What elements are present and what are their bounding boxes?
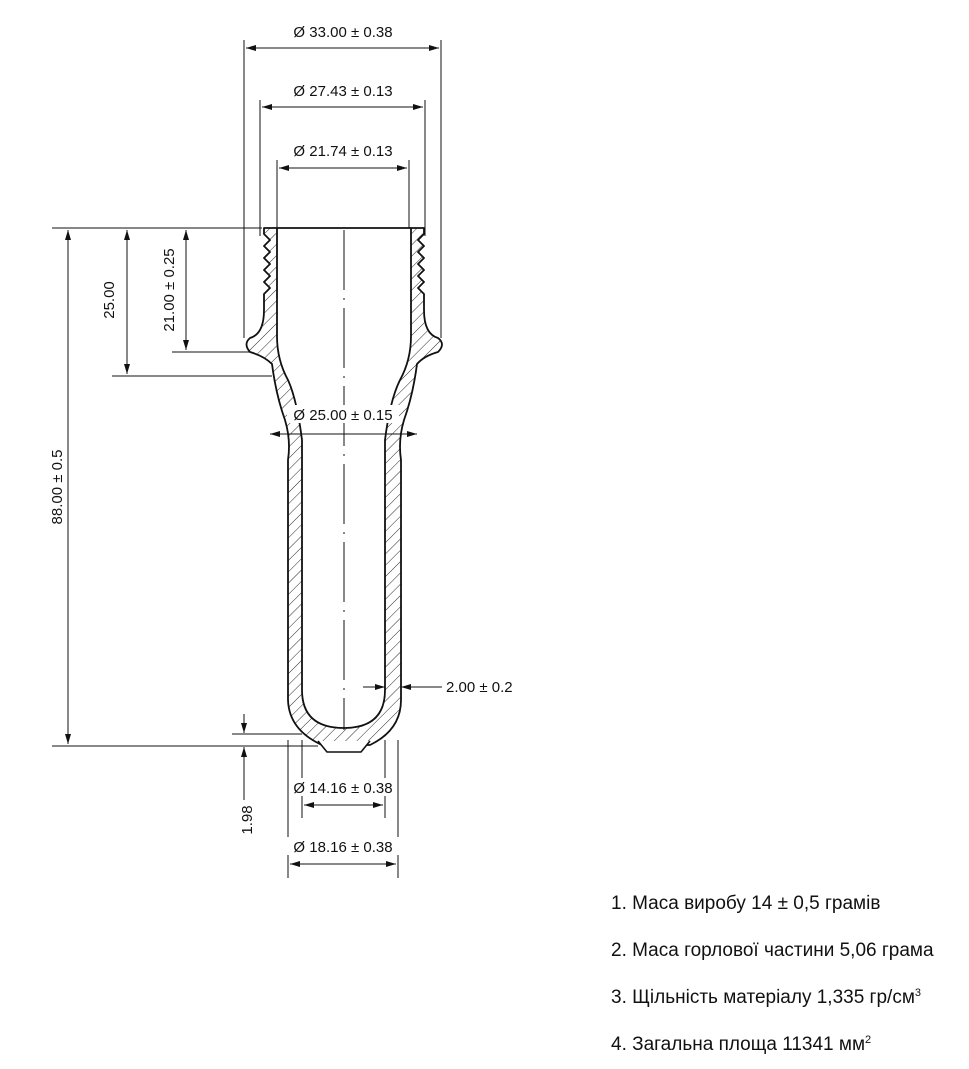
dim-neck-height: 25.00 (101, 230, 272, 377)
dim-total-height-label: 88.00 ± 0.5 (49, 450, 66, 525)
notes-list: 1. Маса виробу 14 ± 0,5 грамів 2. Маса г… (611, 878, 934, 1066)
preform-wall (245, 227, 443, 753)
dim-outer-diameter-label: Ø 33.00 ± 0.38 (293, 24, 392, 41)
dim-gate-height-label: 1.98 (239, 805, 256, 834)
dim-bottom-outer-diameter-label: Ø 18.16 ± 0.38 (293, 839, 392, 856)
dim-body-diameter-label: Ø 25.00 ± 0.15 (293, 407, 392, 424)
dim-bore-diameter: Ø 21.74 ± 0.13 (276, 143, 410, 228)
dim-bore-diameter-label: Ø 21.74 ± 0.13 (293, 143, 392, 160)
dim-gate-height: 1.98 (232, 714, 302, 835)
dim-wall-thickness: 2.00 ± 0.2 (363, 679, 513, 696)
dim-body-diameter: Ø 25.00 ± 0.15 (270, 405, 417, 437)
dim-bottom-inner-diameter: Ø 14.16 ± 0.38 (286, 740, 400, 818)
dim-thread-height: 21.00 ± 0.25 (161, 230, 250, 353)
dim-thread-height-label: 21.00 ± 0.25 (161, 248, 178, 331)
note-item: 1. Маса виробу 14 ± 0,5 грамів (611, 893, 881, 914)
dim-total-height: 88.00 ± 0.5 (49, 227, 318, 747)
dim-thread-diameter: Ø 27.43 ± 0.13 (259, 83, 426, 236)
dim-bottom-inner-diameter-label: Ø 14.16 ± 0.38 (293, 780, 392, 797)
dim-wall-thickness-label: 2.00 ± 0.2 (446, 679, 513, 696)
dim-thread-diameter-label: Ø 27.43 ± 0.13 (293, 83, 392, 100)
note-item: 4. Загальна площа 11341 мм2 (611, 1034, 872, 1055)
dim-neck-height-label: 25.00 (101, 281, 118, 319)
note-item: 3. Щільність матеріалу 1,335 гр/см3 (611, 987, 922, 1008)
note-item: 2. Маса горлової частини 5,06 грама (611, 940, 934, 961)
dim-bottom-outer-diameter: Ø 18.16 ± 0.38 (286, 740, 400, 878)
dim-outer-diameter: Ø 33.00 ± 0.38 (243, 24, 442, 338)
